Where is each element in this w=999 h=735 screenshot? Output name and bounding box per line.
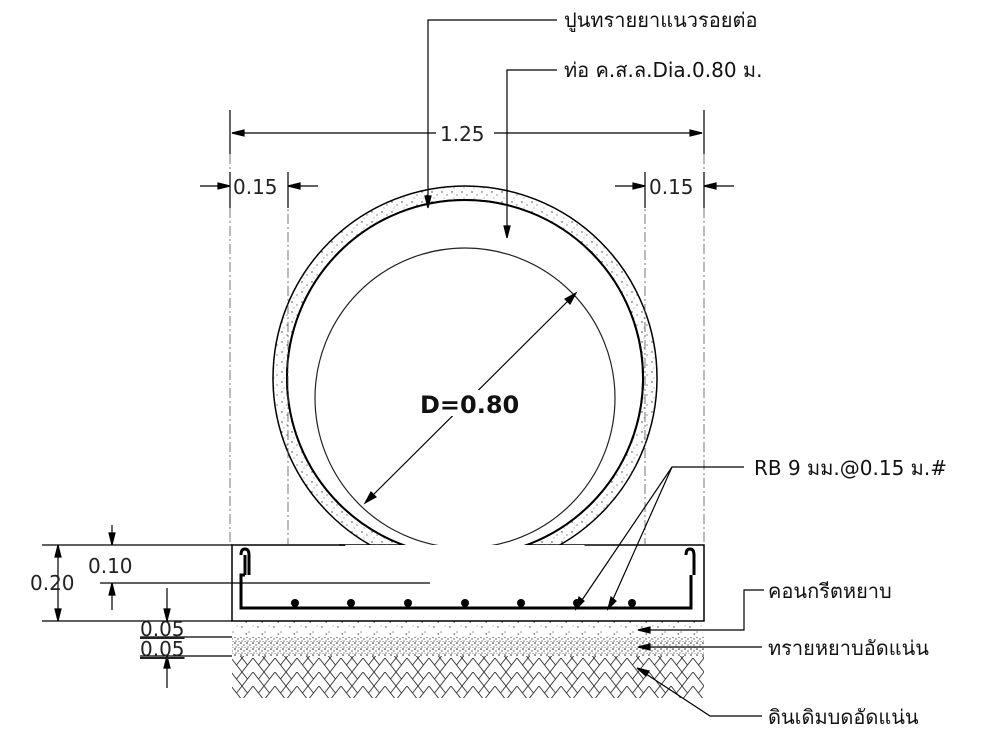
callout-compacted-soil: ดินเดิมบดอัดแน่น xyxy=(768,705,919,729)
dim-base-total-label: 0.20 xyxy=(30,571,75,595)
extension-lines xyxy=(229,118,705,545)
dim-right-clearance-label: 0.15 xyxy=(649,175,694,199)
dim-sand-layer-label: 0.05 xyxy=(140,637,185,661)
dimension-left-clearance xyxy=(200,172,318,208)
callout-pipe: ท่อ ค.ส.ล.Dia.0.80 ม. xyxy=(564,58,762,82)
pipe-diameter-label: D=0.80 xyxy=(420,391,519,419)
dim-overall-width-label: 1.25 xyxy=(440,122,485,146)
dim-base-slab-label: 0.10 xyxy=(88,554,133,578)
callout-rebar: RB 9 มม.@0.15 ม.# xyxy=(754,456,947,480)
compacted-sand-layer xyxy=(232,637,704,656)
dimension-right-clearance xyxy=(615,172,734,208)
lean-concrete-layer xyxy=(232,621,704,637)
dim-left-clearance-label: 0.15 xyxy=(233,175,278,199)
dimension-layers-vertical xyxy=(140,588,232,688)
dimension-base-vertical xyxy=(42,525,430,622)
dimension-overall-width xyxy=(229,110,705,154)
callout-leaders xyxy=(424,19,764,717)
compacted-soil-layer xyxy=(232,656,704,698)
callout-joint-mortar: ปูนทรายยาแนวรอยต่อ xyxy=(564,8,757,33)
callout-lean-concrete: คอนกรีตหยาบ xyxy=(768,579,892,603)
rebar-mesh xyxy=(239,547,696,610)
callout-compacted-sand: ทรายหยาบอัดแน่น xyxy=(768,636,929,660)
dim-lean-layer-label: 0.05 xyxy=(140,617,185,641)
